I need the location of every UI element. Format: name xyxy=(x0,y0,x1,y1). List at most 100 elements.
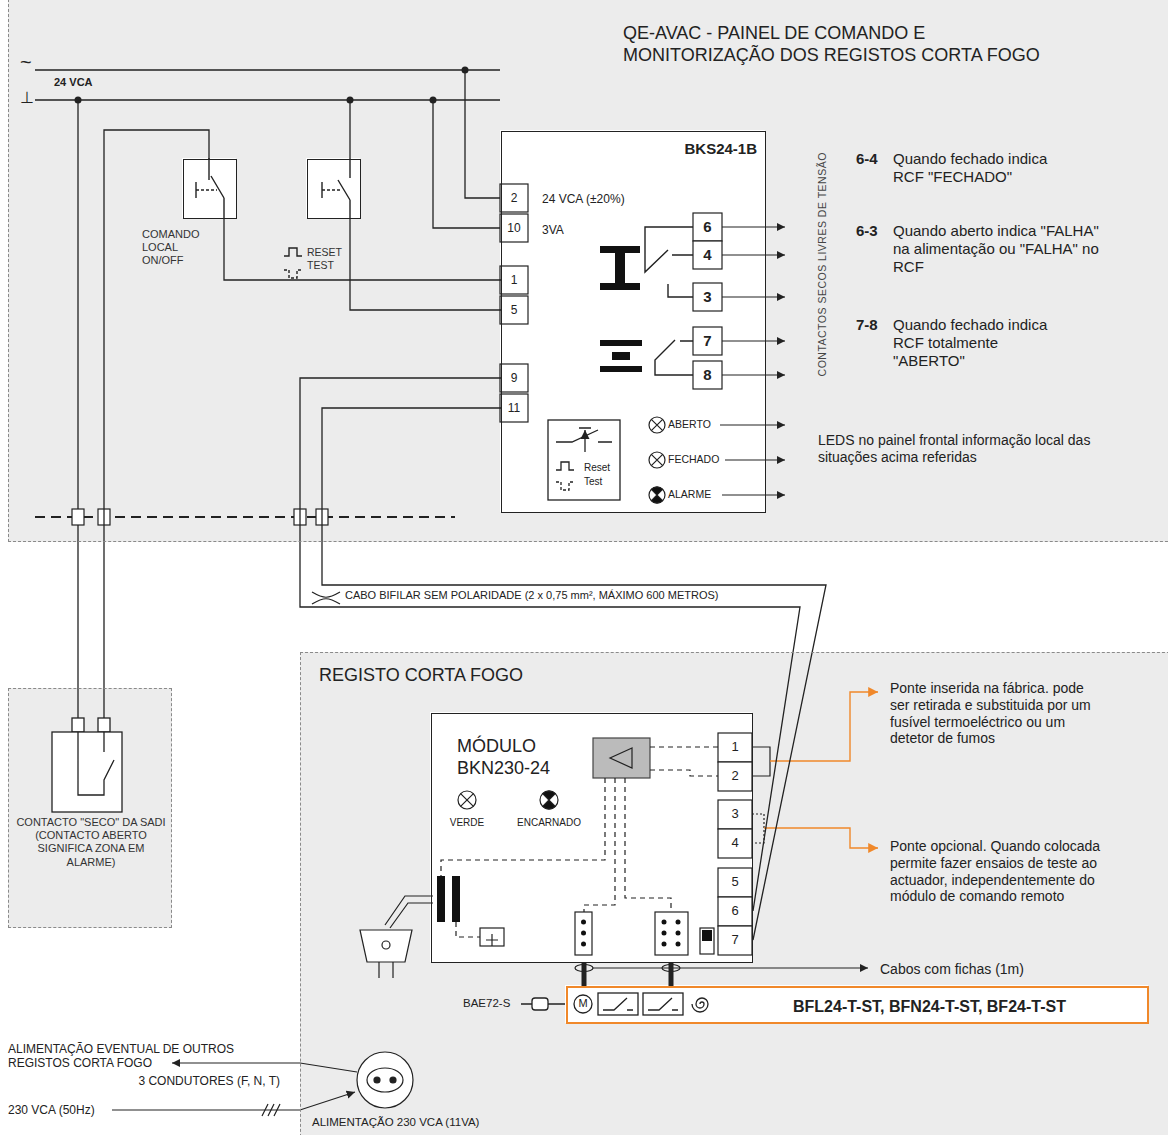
region-fill xyxy=(8,0,1168,542)
output-arrow xyxy=(722,296,785,297)
wire-connector xyxy=(350,219,501,310)
label-text: BAE72-S xyxy=(463,997,518,1011)
label-text: 6-3 xyxy=(856,222,890,240)
label-text: 1 xyxy=(500,273,528,287)
cable-plug xyxy=(593,967,868,968)
module-internals xyxy=(718,926,752,955)
label-text: ⊥ xyxy=(20,88,40,107)
terminal-strip xyxy=(72,509,328,525)
led-symbol xyxy=(540,791,558,809)
label-text: 3 CONDUTORES (F, N, T) xyxy=(110,1074,280,1088)
junction-dot xyxy=(430,97,437,104)
node-heading: QE-AVAC - PAINEL DE COMANDO E MONITORIZA… xyxy=(623,23,1078,66)
label-text: Ponte opcional. Quando colocada permite … xyxy=(890,838,1105,905)
label-text: Test xyxy=(584,476,620,488)
node-heading: RESET TEST xyxy=(307,246,347,271)
reset-button-symbol xyxy=(556,482,574,490)
terminal-block xyxy=(500,214,528,242)
callout-leader xyxy=(770,692,878,761)
module-internals xyxy=(676,942,681,947)
wire-connector xyxy=(669,963,674,986)
label-text: VERDE xyxy=(442,817,492,829)
relay-contact xyxy=(655,340,693,375)
module-internals xyxy=(752,747,770,776)
actuator-box: BFL24-T-ST, BFN24-T-ST, BF24-T-ST xyxy=(566,986,1149,1024)
node-heading: BKS24-1B xyxy=(638,140,757,158)
module-internals xyxy=(480,928,504,946)
sadi-contact xyxy=(72,718,84,732)
terminal-strip xyxy=(35,509,455,525)
junction-dot xyxy=(75,67,469,104)
node-heading: CONTACTO "SECO" DA SADI (CONTACTO ABERTO… xyxy=(15,816,167,869)
switch-symbol xyxy=(196,158,350,278)
label-text: 9 xyxy=(500,371,528,385)
switch-box: COMANDO LOCAL ON/OFF xyxy=(183,159,237,219)
module-internals xyxy=(676,931,681,936)
label-text: 230 VCA (50Hz) xyxy=(8,1103,118,1117)
power-plug xyxy=(382,941,390,949)
module-internals xyxy=(718,762,752,791)
box-fill xyxy=(182,158,236,218)
supply-bus xyxy=(35,70,500,718)
label-text: CABO BIFILAR SEM POLARIDADE (2 x 0,75 mm… xyxy=(345,589,815,602)
label-text: 2 xyxy=(718,768,752,784)
label-text: 8 xyxy=(693,366,722,384)
module-internals xyxy=(700,928,714,954)
reset-button-symbol xyxy=(548,420,620,500)
terminal-block xyxy=(693,213,722,241)
power-plug xyxy=(262,1104,280,1116)
damper-symbol xyxy=(612,352,630,360)
sadi-contact xyxy=(98,718,110,732)
power-plug xyxy=(390,1077,396,1083)
node-heading: REGISTO CORTA FOGO xyxy=(319,665,639,687)
power-plug xyxy=(385,896,433,928)
cable-symbol xyxy=(312,592,340,604)
actuator-symbol xyxy=(598,993,638,1015)
module-internals xyxy=(718,868,752,897)
power-plug xyxy=(374,1077,380,1083)
callout-leader xyxy=(764,692,878,848)
relay-contact xyxy=(645,227,693,297)
label-text: Quando fechado indica RCF "FECHADO" xyxy=(893,150,1068,186)
switch-symbol xyxy=(322,158,350,218)
region-fill xyxy=(300,652,1168,1135)
led-symbol xyxy=(543,791,556,809)
actuator-symbol xyxy=(521,993,708,1015)
switch-symbol xyxy=(196,158,224,218)
switch-symbol xyxy=(284,248,302,256)
actuator-symbol xyxy=(648,998,678,1010)
wire-connector xyxy=(582,963,587,986)
cable-symbol xyxy=(312,592,340,604)
label-text: M xyxy=(576,997,590,1010)
module-internals xyxy=(437,733,770,955)
terminal-block xyxy=(693,283,722,311)
output-arrow xyxy=(722,340,785,341)
output-arrow xyxy=(722,494,785,495)
output-arrow xyxy=(722,374,785,375)
switch-symbol xyxy=(322,189,342,190)
region-fill xyxy=(8,688,172,928)
box-fill xyxy=(430,712,752,962)
actuator-symbol xyxy=(603,998,633,1010)
supply-bus xyxy=(35,70,500,718)
module-internals xyxy=(581,920,586,925)
switch-symbol xyxy=(196,189,217,190)
led-symbol xyxy=(461,794,474,807)
label-text: 3 xyxy=(718,806,752,822)
label-text: 6-4 xyxy=(856,150,890,168)
reset-button-symbol xyxy=(556,462,574,470)
actuator-symbol xyxy=(692,998,708,1012)
junction-dot xyxy=(347,97,354,104)
module-internals xyxy=(662,942,667,947)
module-internals xyxy=(718,829,752,858)
module-internals xyxy=(718,800,752,829)
box-fill xyxy=(500,130,765,512)
actuator-symbol xyxy=(643,993,683,1015)
led-symbol xyxy=(649,452,665,468)
label-text: Quando aberto indica "FALHA" na alimenta… xyxy=(893,222,1103,276)
damper-symbol xyxy=(600,340,642,346)
node-heading: COMANDO LOCAL ON/OFF xyxy=(142,228,212,268)
module-internals xyxy=(752,814,764,843)
label-text: 3 xyxy=(693,288,722,306)
actuator-symbol xyxy=(574,995,592,1013)
